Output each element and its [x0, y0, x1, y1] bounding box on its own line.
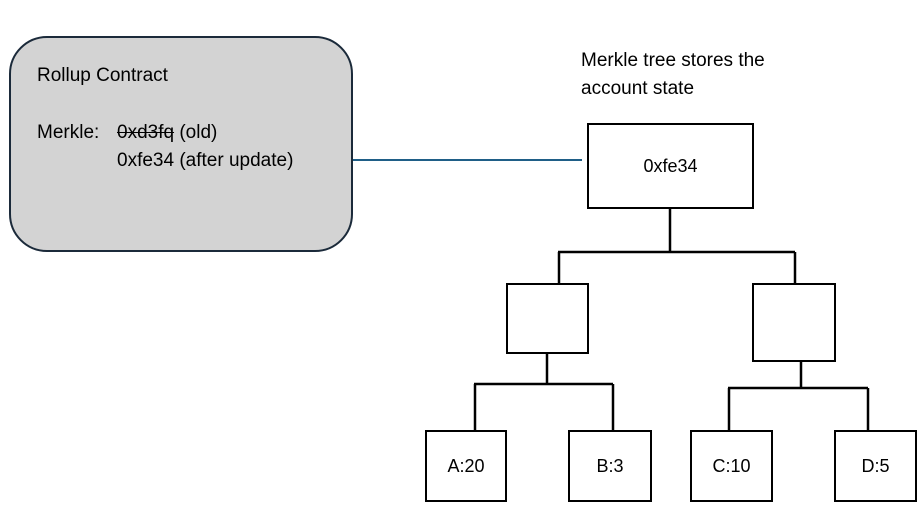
merkle-new-line: 0xfe34 (after update)	[117, 150, 294, 171]
leaf-node-b: B:3	[568, 430, 652, 502]
right-internal-node	[752, 283, 836, 362]
leaf-node-d: D:5	[834, 430, 917, 502]
leaf-node-a: A:20	[425, 430, 507, 502]
tree-caption-line1: Merkle tree stores the	[581, 50, 765, 71]
merkle-old-line: 0xd3fq (old)	[117, 122, 217, 144]
left-internal-node	[506, 283, 589, 354]
rollup-contract-box: Rollup Contract Merkle: 0xd3fq (old) 0xf…	[9, 36, 353, 252]
tree-caption: Merkle tree stores the account state	[581, 47, 821, 103]
contract-title: Rollup Contract	[37, 65, 168, 86]
root-node: 0xfe34	[587, 123, 754, 209]
tree-caption-line2: account state	[581, 78, 695, 99]
leaf-node-c: C:10	[690, 430, 773, 502]
merkle-label: Merkle:	[37, 122, 100, 143]
old-hash: 0xd3fq	[117, 122, 175, 143]
old-suffix: (old)	[174, 122, 218, 143]
